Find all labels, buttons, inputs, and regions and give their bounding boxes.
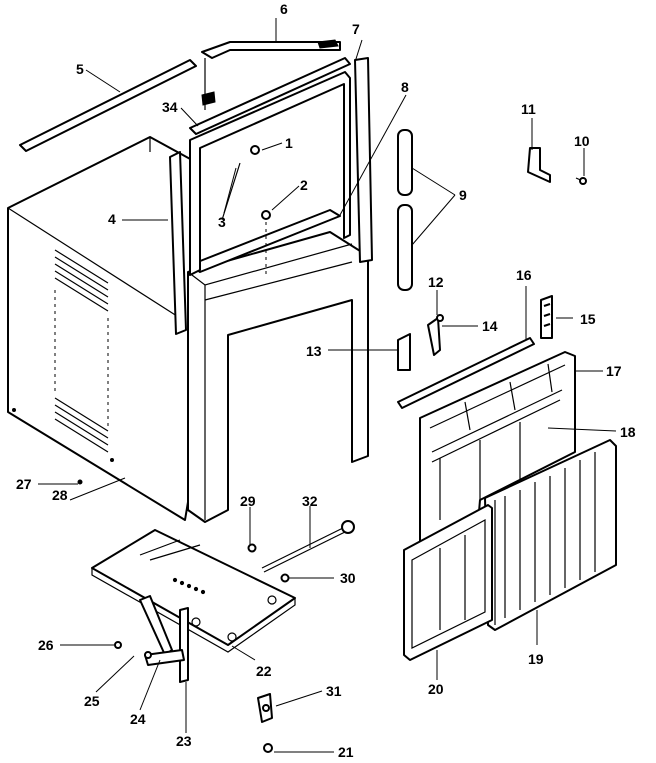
post-lower <box>397 204 413 291</box>
cabinet-part <box>7 136 193 521</box>
callout-5: 5 <box>76 61 84 77</box>
top-rail-16 <box>397 337 535 409</box>
callout-21: 21 <box>338 744 354 760</box>
top-rail-strip <box>189 57 351 135</box>
callout-12: 12 <box>428 274 444 290</box>
leader-lines <box>38 18 617 753</box>
top-seal-strip <box>19 59 197 152</box>
callout-16: 16 <box>516 267 532 283</box>
callout-32: 32 <box>302 493 318 509</box>
callout-20: 20 <box>428 681 444 697</box>
door-panel-part <box>403 504 493 661</box>
clip-bracket <box>427 317 441 356</box>
callout-19: 19 <box>528 651 544 667</box>
callout-3: 3 <box>218 214 226 230</box>
callout-4: 4 <box>108 211 116 227</box>
filter-panel-part <box>484 439 617 631</box>
bracket-part <box>527 147 551 183</box>
callout-30: 30 <box>340 570 356 586</box>
callout-15: 15 <box>580 311 596 327</box>
callout-18: 18 <box>620 424 636 440</box>
callout-24: 24 <box>130 711 146 727</box>
callout-13: 13 <box>306 343 322 359</box>
callout-8: 8 <box>401 79 409 95</box>
slotted-bracket <box>540 295 553 339</box>
threaded-rod-part <box>261 520 355 573</box>
callout-31: 31 <box>326 683 342 699</box>
front-frame-part <box>187 231 369 523</box>
callout-11: 11 <box>521 101 536 117</box>
callout-1: 1 <box>285 135 293 151</box>
callout-27: 27 <box>16 476 32 492</box>
callout-10: 10 <box>574 133 590 149</box>
support-leg-part <box>139 595 189 683</box>
callout-9: 9 <box>459 187 467 203</box>
post-upper <box>397 129 413 196</box>
callout-23: 23 <box>176 733 192 749</box>
callout-29: 29 <box>240 493 256 509</box>
callout-28: 28 <box>52 487 68 503</box>
callout-25: 25 <box>84 693 100 709</box>
callout-26: 26 <box>38 637 54 653</box>
callout-6: 6 <box>280 1 288 17</box>
callout-22: 22 <box>256 663 272 679</box>
base-pan-part <box>91 529 296 653</box>
callout-17: 17 <box>606 363 622 379</box>
callout-2: 2 <box>300 177 308 193</box>
side-gasket-strip <box>169 151 187 335</box>
callout-34: 34 <box>162 99 178 115</box>
window-frame-part <box>189 71 351 276</box>
side-strip-right <box>354 57 373 263</box>
callout-14: 14 <box>482 318 498 334</box>
callout-7: 7 <box>352 21 360 37</box>
callout-labels: 6 7 5 8 34 11 10 1 2 9 4 3 16 12 15 14 1… <box>16 1 636 760</box>
top-panel-part <box>201 39 341 110</box>
fastener-group <box>77 479 290 753</box>
clip-13 <box>397 333 411 371</box>
